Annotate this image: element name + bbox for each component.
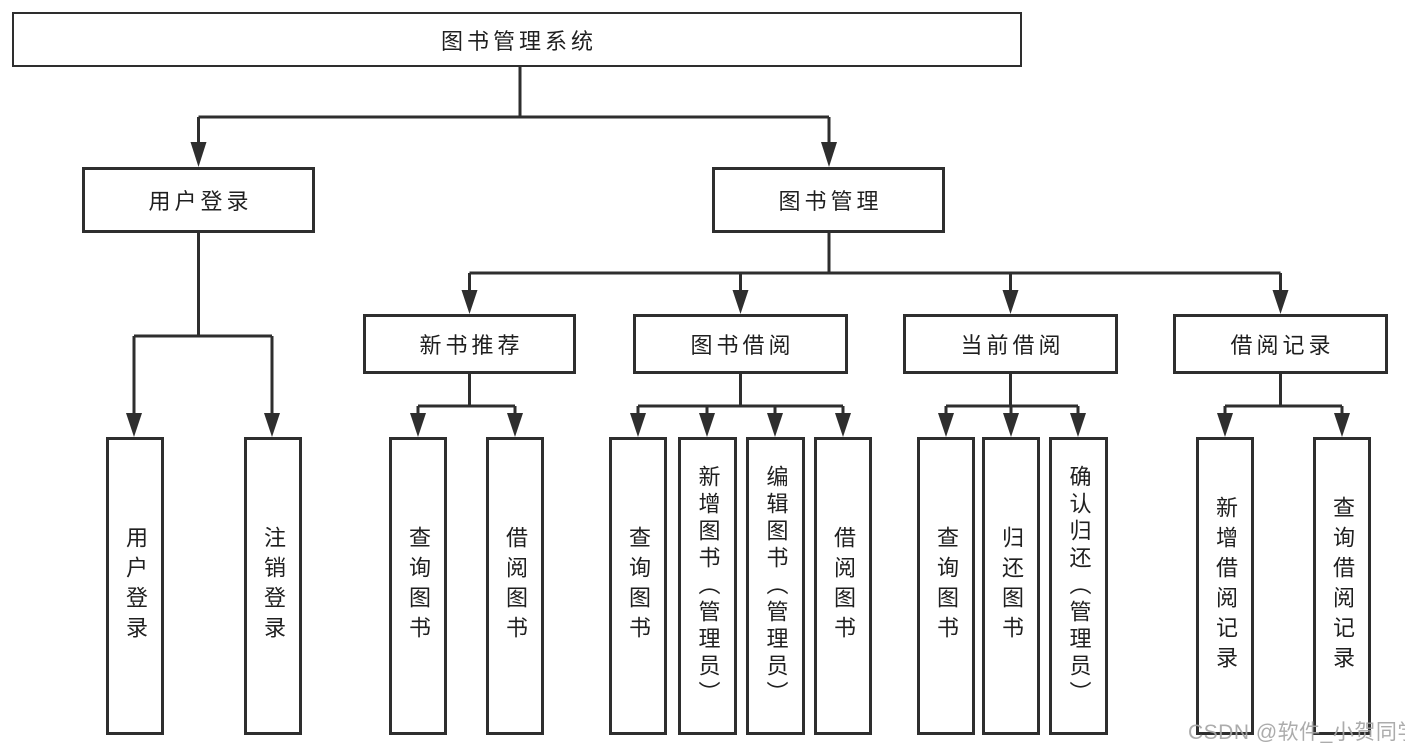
arrow-icon <box>630 413 646 437</box>
node-user-login: 用户登录 <box>82 167 315 233</box>
arrow-icon <box>1070 413 1086 437</box>
csdn-watermark: CSDN @软件_小贺同学 <box>1188 721 1405 744</box>
arrow-icon <box>507 413 523 437</box>
arrow-icon <box>938 413 954 437</box>
arrow-icon <box>410 413 426 437</box>
leaf-user-login: 用户登录 <box>106 437 164 735</box>
node-current-borrowing-label: 当前借阅 <box>960 333 1065 358</box>
leaf-logout-login: 注销登录 <box>244 437 302 735</box>
arrow-icon <box>1002 290 1019 314</box>
node-current-borrowing: 当前借阅 <box>903 314 1118 374</box>
leaf-borrowing-query-books-label: 查询图书 <box>626 526 651 646</box>
leaf-borrowing-query-books: 查询图书 <box>609 437 667 735</box>
leaf-recommend-query-books-label: 查询图书 <box>406 526 431 646</box>
arrow-icon <box>126 413 142 437</box>
root-node-library-system: 图书管理系统 <box>12 12 1022 67</box>
leaf-borrowing-edit-books-admin: 编辑图书（管理员） <box>746 437 805 735</box>
leaf-records-query-record: 查询借阅记录 <box>1313 437 1371 735</box>
node-user-login-label: 用户登录 <box>148 189 253 214</box>
leaf-borrowing-borrow-books: 借阅图书 <box>814 437 872 735</box>
arrow-icon <box>699 413 715 437</box>
leaf-current-return-books: 归还图书 <box>982 437 1040 735</box>
leaf-current-return-books-label: 归还图书 <box>999 526 1024 646</box>
leaf-current-query-books-label: 查询图书 <box>934 526 959 646</box>
leaf-records-add-record: 新增借阅记录 <box>1196 437 1254 735</box>
node-book-management: 图书管理 <box>712 167 945 233</box>
arrow-icon <box>821 142 837 167</box>
arrow-icon <box>1272 290 1289 314</box>
arrow-icon <box>1217 413 1233 437</box>
leaf-current-query-books: 查询图书 <box>917 437 975 735</box>
leaf-records-query-record-label: 查询借阅记录 <box>1330 496 1355 676</box>
node-book-management-label: 图书管理 <box>778 189 883 214</box>
arrow-icon <box>1334 413 1350 437</box>
arrow-icon <box>264 413 280 437</box>
leaf-user-login-label: 用户登录 <box>123 526 148 646</box>
leaf-borrowing-borrow-books-label: 借阅图书 <box>831 526 856 646</box>
leaf-recommend-borrow-books: 借阅图书 <box>486 437 544 735</box>
arrow-icon <box>461 290 478 314</box>
leaf-records-add-record-label: 新增借阅记录 <box>1213 496 1238 676</box>
leaf-current-confirm-return-admin-label: 确认归还（管理员） <box>1066 464 1092 708</box>
node-new-book-recommend: 新书推荐 <box>363 314 576 374</box>
arrow-icon <box>732 290 749 314</box>
node-borrowing-records-label: 借阅记录 <box>1230 333 1335 358</box>
arrow-icon <box>1003 413 1019 437</box>
leaf-recommend-borrow-books-label: 借阅图书 <box>503 526 528 646</box>
arrow-icon <box>767 413 783 437</box>
node-book-borrowing-label: 图书借阅 <box>690 333 795 358</box>
root-node-label: 图书管理系统 <box>440 28 597 54</box>
leaf-borrowing-add-books-admin-label: 新增图书（管理员） <box>695 464 721 708</box>
node-borrowing-records: 借阅记录 <box>1173 314 1388 374</box>
leaf-current-confirm-return-admin: 确认归还（管理员） <box>1049 437 1108 735</box>
leaf-logout-login-label: 注销登录 <box>261 526 286 646</box>
leaf-borrowing-edit-books-admin-label: 编辑图书（管理员） <box>763 464 789 708</box>
node-new-book-recommend-label: 新书推荐 <box>419 333 524 358</box>
leaf-borrowing-add-books-admin: 新增图书（管理员） <box>678 437 737 735</box>
node-book-borrowing: 图书借阅 <box>633 314 848 374</box>
arrow-icon <box>190 142 207 167</box>
arrow-icon <box>835 413 851 437</box>
leaf-recommend-query-books: 查询图书 <box>389 437 447 735</box>
